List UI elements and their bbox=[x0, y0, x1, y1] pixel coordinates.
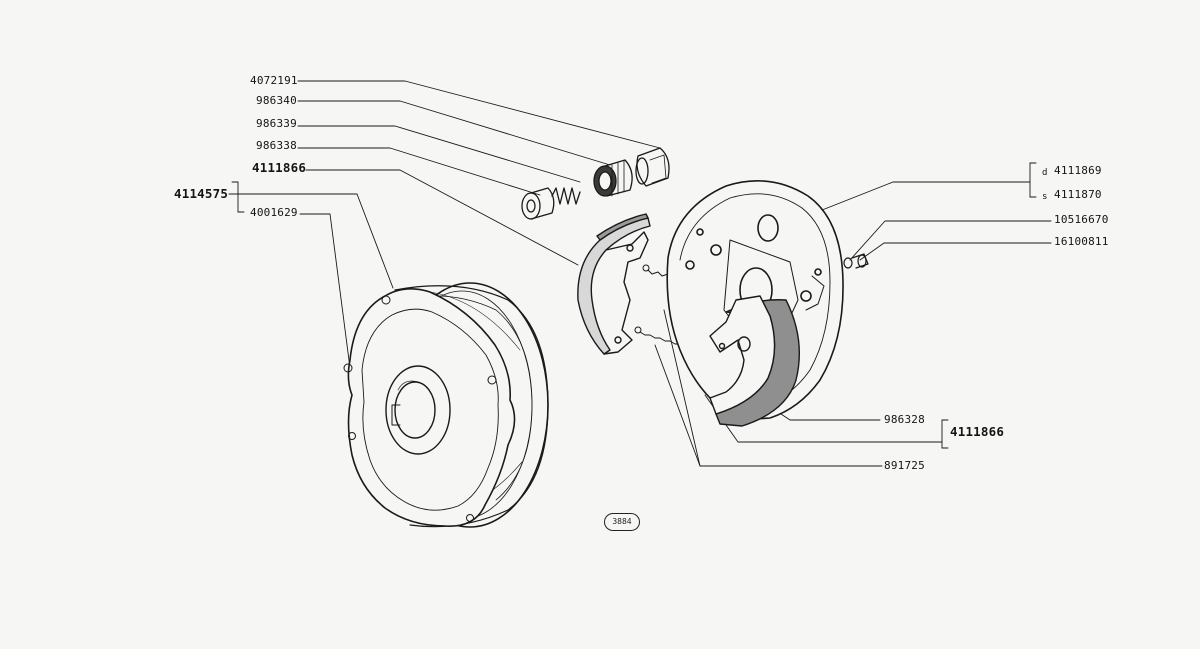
part-number-986340: 986340 bbox=[256, 94, 297, 107]
right-brake-shoe bbox=[709, 295, 800, 427]
part-number-986339: 986339 bbox=[256, 117, 297, 130]
side-marker-s: s bbox=[1042, 192, 1048, 202]
part-number-4111866-shoe-set: 4111866 bbox=[252, 160, 307, 175]
part-number-986338: 986338 bbox=[256, 139, 297, 152]
part-number-16100811: 16100811 bbox=[1054, 235, 1109, 248]
figure-number-badge: 3884 bbox=[604, 513, 640, 531]
leader-lines bbox=[228, 80, 1052, 467]
part-number-986328: 986328 bbox=[884, 413, 925, 426]
left-brake-shoe bbox=[577, 213, 651, 355]
adjuster-nuts bbox=[843, 253, 869, 269]
part-number-891725: 891725 bbox=[884, 459, 925, 472]
part-number-4072191: 4072191 bbox=[250, 74, 298, 87]
part-number-4111866-shoe-assembly: 4111866 bbox=[950, 424, 1005, 439]
wheel-cylinder-parts bbox=[521, 147, 670, 220]
part-number-10516670: 10516670 bbox=[1054, 213, 1109, 226]
part-number-4111869: 4111869 bbox=[1054, 164, 1102, 177]
part-number-4001629: 4001629 bbox=[250, 206, 298, 219]
brake-drum bbox=[343, 282, 549, 528]
side-marker-d: d bbox=[1042, 168, 1048, 178]
part-number-4111870: 4111870 bbox=[1054, 188, 1102, 201]
part-number-4114575: 4114575 bbox=[174, 186, 229, 201]
